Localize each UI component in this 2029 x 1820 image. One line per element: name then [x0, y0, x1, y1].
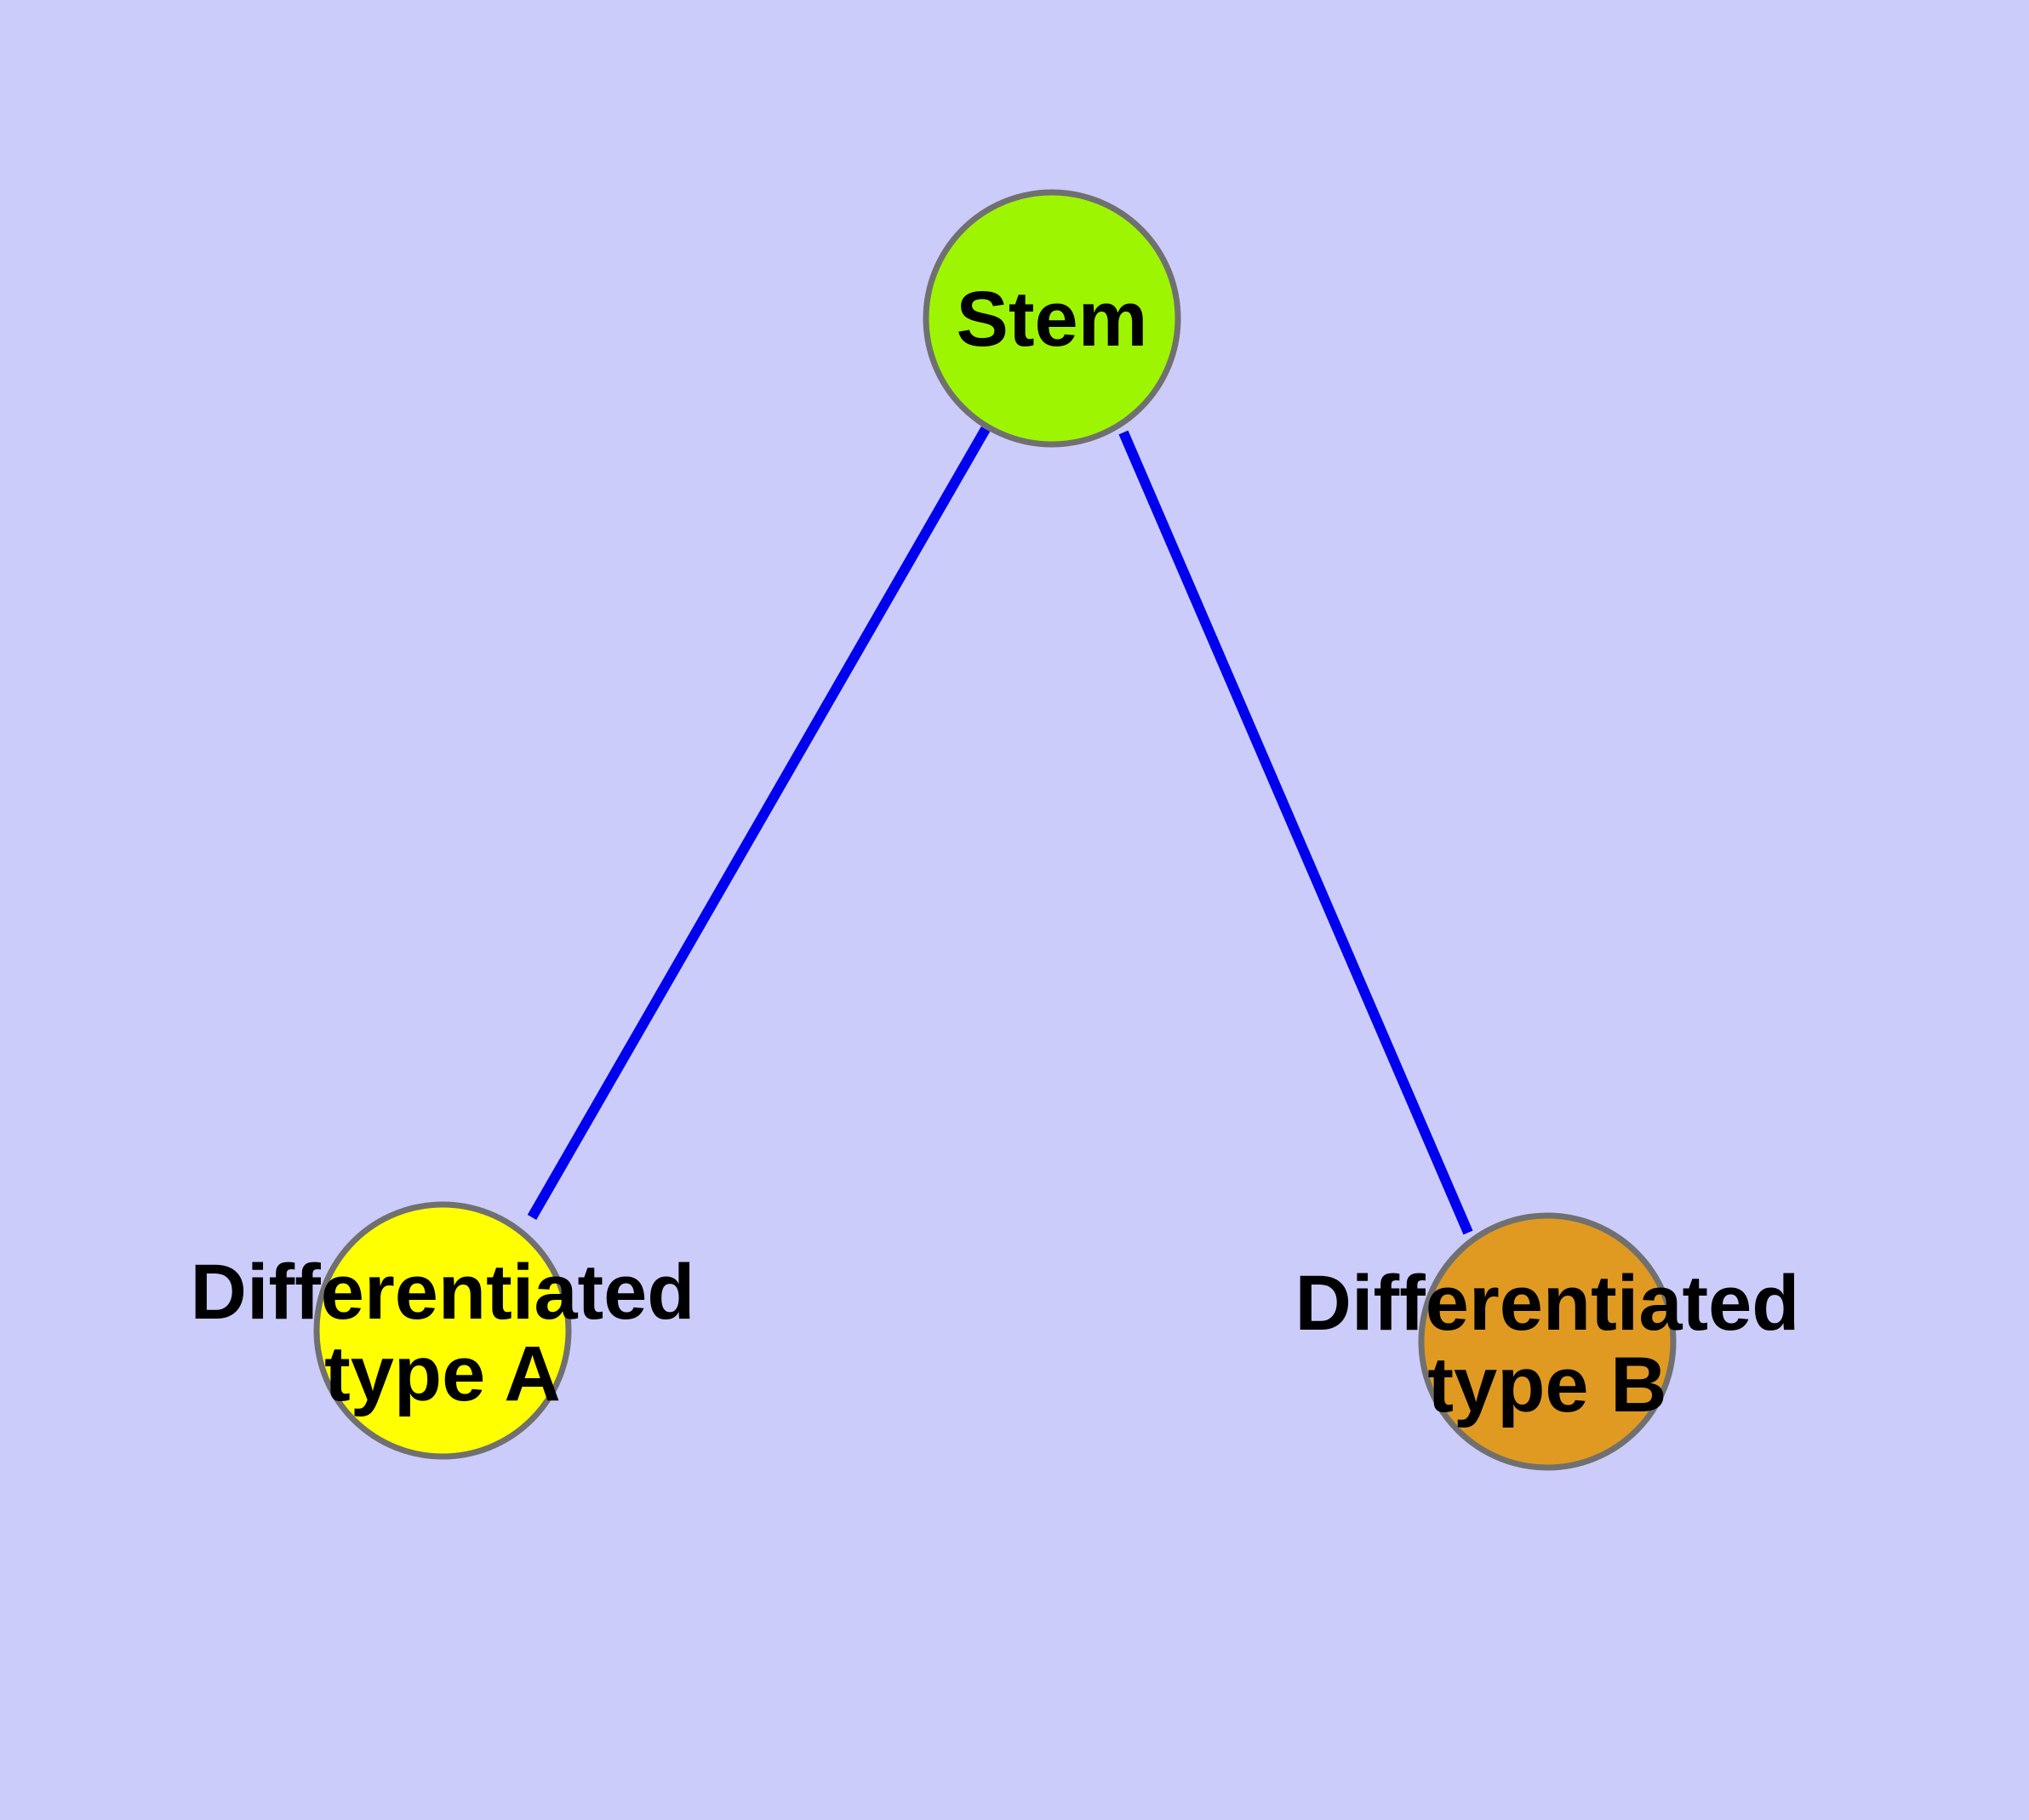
edge-stem-to-diff-b[interactable] [1118, 430, 1473, 1235]
node-diff-a[interactable] [313, 1201, 572, 1460]
node-diff-b[interactable] [1418, 1212, 1677, 1471]
node-stem[interactable] [923, 189, 1181, 448]
edge-stem-to-diff-a[interactable] [527, 426, 991, 1220]
